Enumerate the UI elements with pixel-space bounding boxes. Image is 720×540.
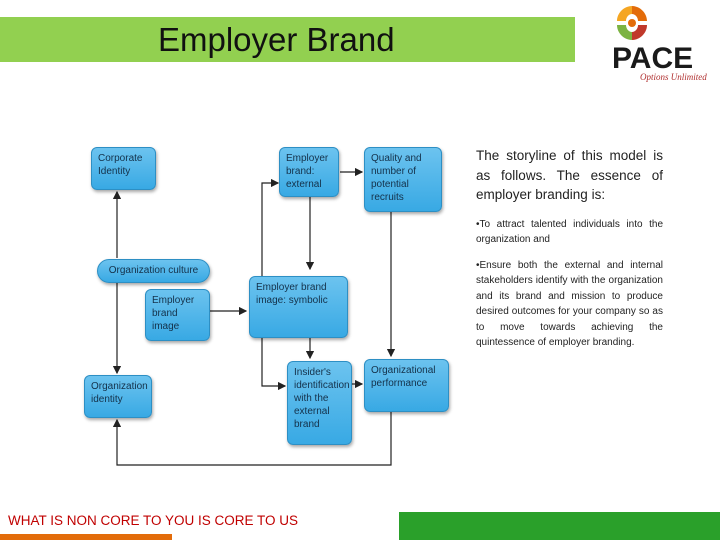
logo-wordmark: PACE [612,42,694,75]
node-corporate-identity: Corporate Identity [91,147,156,190]
node-organizational-performance: Organizational performance [364,359,449,412]
pace-logo-icon [617,6,647,40]
footer-slogan: WHAT IS NON CORE TO YOU IS CORE TO US [8,513,299,528]
node-employer-brand-symbolic: Employer brand image: symbolic [249,276,348,338]
description-lead: The storyline of this model is as follow… [476,148,663,202]
footer-green-bar [399,512,720,540]
slide-title: Employer Brand [158,21,395,58]
logo-tagline: Options Unlimited [640,72,707,82]
description-bullet: •To attract talented individuals into th… [476,218,663,246]
footer-gap [172,534,399,540]
description-bullet: •Ensure both the external and internal s… [476,259,663,349]
node-employer-brand-image: Employer brand image [145,289,210,341]
node-insiders-identification: Insider's identification with the extern… [287,361,352,445]
title-bar [0,17,575,62]
node-employer-brand-external: Employer brand: external [279,147,339,197]
node-organization-culture: Organization culture [97,259,210,283]
description-panel: The storyline of this model is as follow… [476,146,663,361]
footer-orange-bar [0,534,172,540]
node-organization-identity: Organization identity [84,375,152,418]
node-quality-recruits: Quality and number of potential recruits [364,147,442,212]
